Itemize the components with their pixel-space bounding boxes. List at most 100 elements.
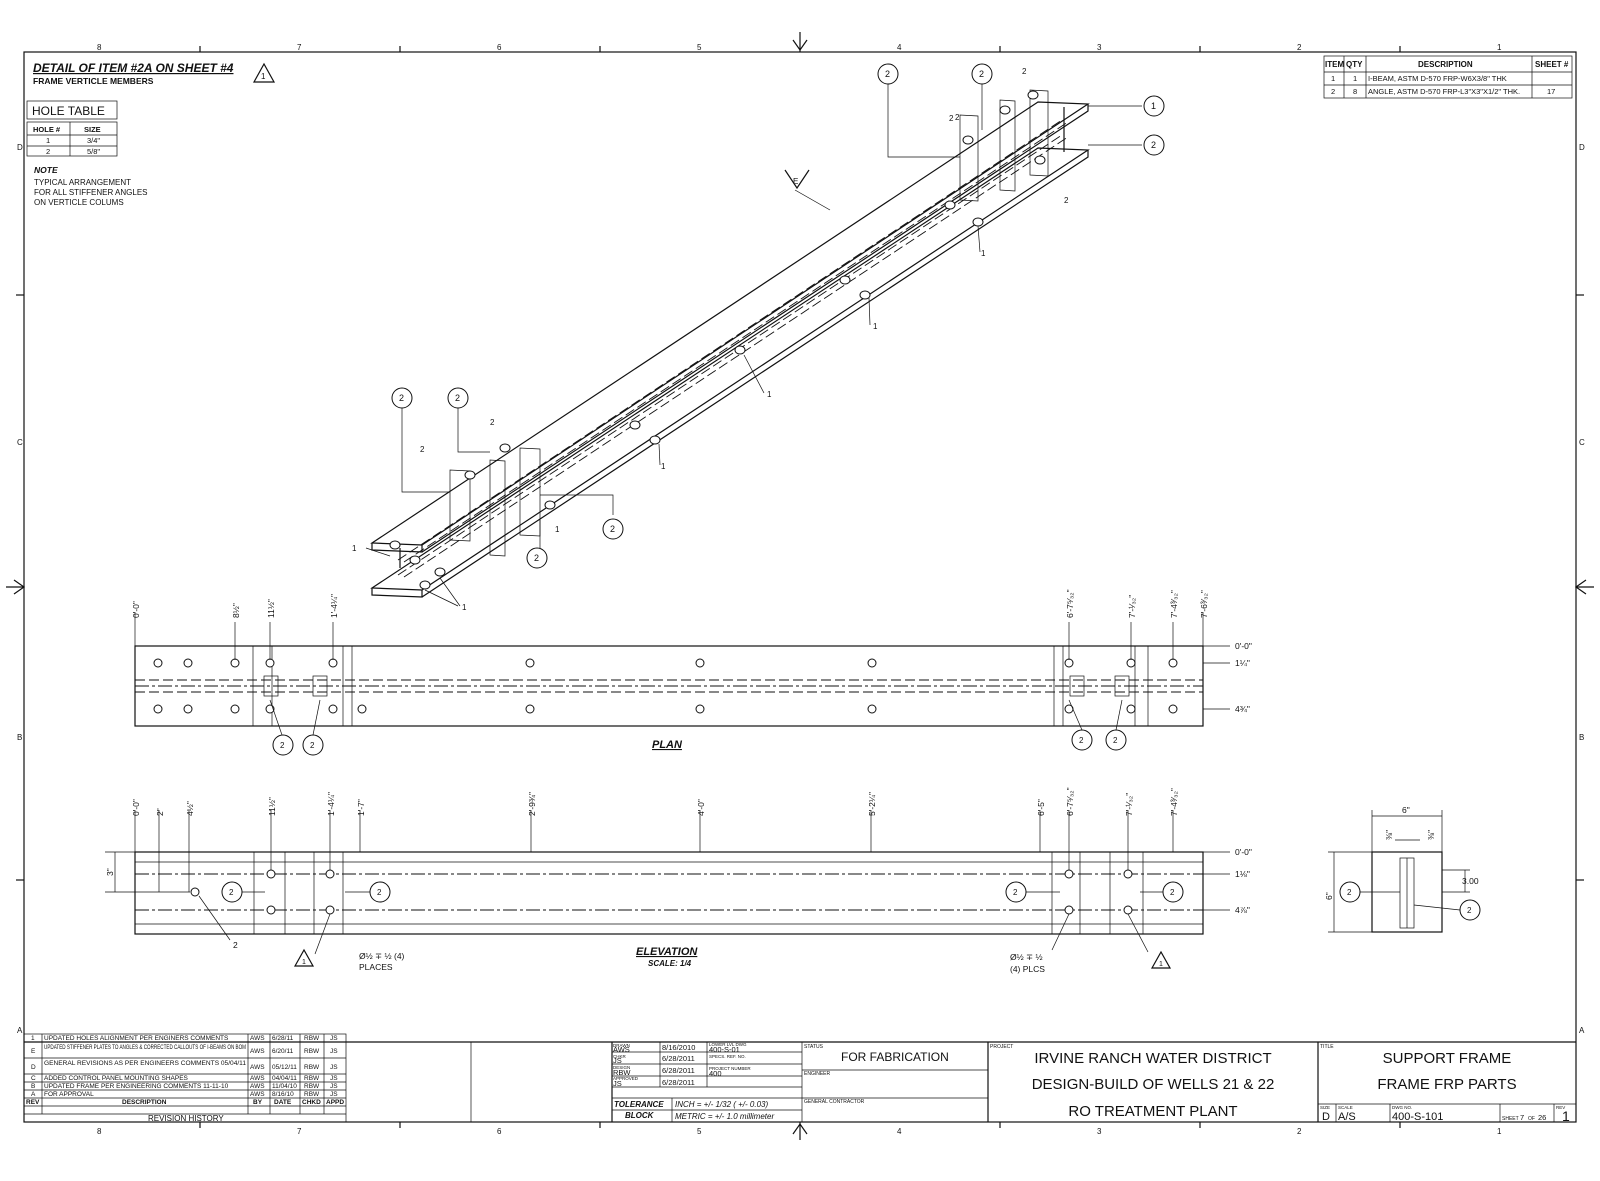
elev-dim-top: 6'-7⁵⁄₃₂" — [1065, 787, 1075, 816]
tb-size: D — [1322, 1111, 1330, 1123]
bom-header-sheet: SHEET # — [1535, 60, 1569, 69]
revision-history-title: REVISION HISTORY — [148, 1114, 224, 1123]
elev-callout: 2 — [1013, 888, 1018, 897]
elev-hole-note: Ø½ ∓ ½ — [1010, 952, 1043, 962]
zone-col-2: 2 — [1297, 43, 1302, 52]
tb-label: SHEET — [1502, 1116, 1519, 1122]
leader-label: 1 — [767, 390, 772, 399]
tb-sheet-no: 7 — [1520, 1113, 1524, 1122]
zone-col-4-bottom: 4 — [897, 1127, 902, 1136]
rev-cell: 6/28/11 — [272, 1035, 294, 1042]
rev-cell: A — [31, 1091, 36, 1098]
zone-labels: 8 7 6 5 4 3 2 1 8 7 6 5 4 3 2 1 D C B A … — [17, 43, 1585, 1136]
elev-dim-top: 4'-0" — [696, 799, 706, 816]
rev-header-chkd: CHKD — [302, 1099, 321, 1106]
hole-table-header-size: SIZE — [84, 125, 101, 134]
rev-cell: E — [31, 1048, 36, 1055]
leader-label: 1 — [873, 322, 878, 331]
tb-approved-date: 6/28/2011 — [662, 1078, 695, 1087]
elev-callout: 2 — [229, 888, 234, 897]
leader-label: 2 — [949, 114, 954, 123]
elev-dim-top: 0'-0" — [131, 799, 141, 816]
tb-drawn: AWS — [613, 1045, 630, 1054]
title-block-text: DRAWN AWS 8/16/2010 CHKR JS 6/28/2011 DE… — [613, 1042, 1570, 1124]
zone-col-5: 5 — [697, 43, 702, 52]
rev-cell: 1 — [31, 1035, 35, 1042]
elev-dim-top: 11½" — [267, 797, 277, 816]
rev-cell: D — [31, 1064, 36, 1071]
zone-row-a-left: A — [17, 1026, 23, 1035]
tb-approved: JS — [613, 1079, 622, 1088]
zone-col-4: 4 — [897, 43, 902, 52]
rev-cell: UPDATED HOLES ALIGNMENT PER ENGINERS COM… — [44, 1035, 229, 1042]
hole-table: HOLE TABLE HOLE # SIZE 1 3/4" 2 5/8" — [26, 100, 118, 157]
tb-label: CHKR — [613, 1054, 627, 1059]
elev-leader-label: 2 — [233, 940, 238, 950]
bom-cell: I-BEAM, ASTM D-570 FRP-W6X3/8" THK — [1368, 74, 1507, 83]
leader-label: 1 — [555, 525, 560, 534]
elev-callout: 2 — [377, 888, 382, 897]
zone-col-3-bottom: 3 — [1097, 1127, 1102, 1136]
zone-col-3: 3 — [1097, 43, 1102, 52]
elev-dim-top: 7'-4³⁄₃₂" — [1169, 788, 1179, 816]
bom-cell: 17 — [1547, 87, 1555, 96]
section-callout: 2 — [1467, 906, 1472, 915]
leader-label: 2 — [420, 445, 425, 454]
note-line: FOR ALL STIFFENER ANGLES — [34, 188, 148, 197]
tb-label: DWG NO. — [1392, 1105, 1412, 1110]
note-title: NOTE — [34, 165, 58, 175]
tb-project-number: 400 — [709, 1069, 722, 1078]
section-flange-dim: ⅜" — [1384, 830, 1394, 840]
title-block — [24, 1041, 1576, 1122]
tb-sheet-of: OF — [1528, 1116, 1535, 1122]
detail-subtitle: FRAME VERTICLE MEMBERS — [33, 76, 154, 86]
rev-cell: JS — [330, 1035, 338, 1042]
plan-dim-right: 0'-0" — [1235, 641, 1252, 651]
zone-col-8: 8 — [97, 43, 102, 52]
bom-cell: 8 — [1353, 87, 1357, 96]
callout-label: 2 — [979, 69, 984, 79]
callout-label: 2 — [534, 553, 539, 563]
plan-callout: 2 — [280, 741, 285, 750]
tb-sheet-total: 26 — [1538, 1113, 1546, 1122]
tb-design: RBW — [613, 1068, 631, 1077]
zone-col-7: 7 — [297, 43, 302, 52]
callout-label: 1 — [1151, 101, 1156, 111]
rev-cell: JS — [330, 1048, 338, 1055]
plan-dim-top: 6'-7⁵⁄₃₂" — [1065, 589, 1075, 618]
plan-dim-top: 0'-0" — [131, 601, 141, 618]
rev-cell: UPDATED STIFFENER PLATES TO ANGLES & COR… — [44, 1045, 246, 1051]
rev-cell: JS — [330, 1083, 338, 1090]
elev-dim-right: 4⅞" — [1235, 905, 1250, 915]
bom-header-description: DESCRIPTION — [1418, 60, 1473, 69]
hole-table-cell: 3/4" — [87, 136, 100, 145]
revision-triangle-label: 1 — [261, 72, 266, 81]
zone-row-b-right: B — [1579, 733, 1584, 742]
tb-label: LOWER LVL DWG — [709, 1042, 747, 1047]
rev-cell: 8/16/10 — [272, 1091, 294, 1098]
tb-project-line: IRVINE RANCH WATER DISTRICT — [1034, 1050, 1271, 1067]
tb-project-line: DESIGN-BUILD OF WELLS 21 & 22 — [1032, 1076, 1275, 1093]
leader-label: 1 — [352, 544, 357, 553]
callout-label: 2 — [885, 69, 890, 79]
rev-cell: JS — [330, 1075, 338, 1082]
rev-cell: 6/20/11 — [272, 1048, 294, 1055]
revision-history-text: 1 UPDATED HOLES ALIGNMENT PER ENGINERS C… — [26, 1035, 344, 1123]
hole-table-cell: 5/8" — [87, 147, 100, 156]
tb-label: REV — [1556, 1105, 1565, 1110]
elev-dim-top: 2" — [155, 808, 165, 816]
section-center-dim: 3.00 — [1462, 876, 1479, 886]
rev-cell: AWS — [250, 1091, 265, 1098]
rev-cell: RBW — [304, 1075, 320, 1082]
tb-drawn-date: 8/16/2010 — [662, 1043, 695, 1052]
zone-col-6-bottom: 6 — [497, 1127, 502, 1136]
tb-dwg-no: 400-S-101 — [1392, 1111, 1443, 1123]
elevation-view — [105, 810, 1230, 969]
tb-label: SPECS. REF. NO. — [709, 1054, 746, 1059]
isometric-callouts: 1 2 2 2 2 2 2 2 E — [399, 69, 1156, 563]
plan-view — [134, 612, 1230, 756]
rev-header-by: BY — [253, 1099, 263, 1106]
tb-chkr-date: 6/28/2011 — [662, 1054, 695, 1063]
elev-dim-top: 4½" — [185, 801, 195, 816]
